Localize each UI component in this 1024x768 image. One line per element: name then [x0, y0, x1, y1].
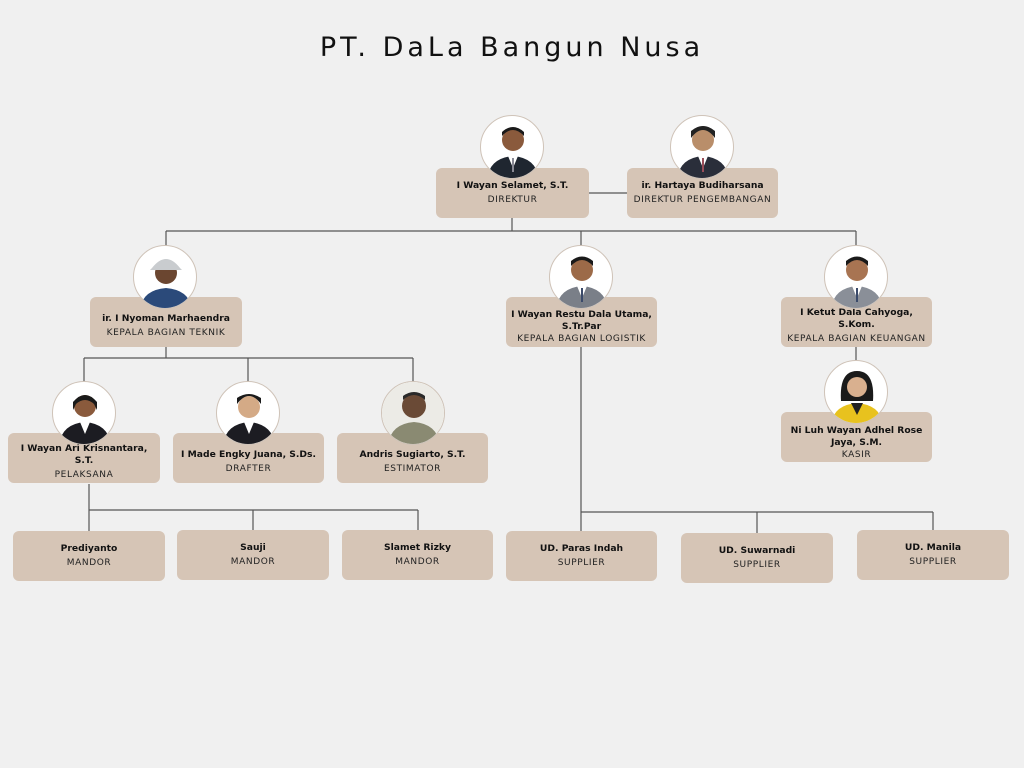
person-photo — [549, 245, 613, 309]
node-name: Andris Sugiarto, S.T. — [359, 449, 466, 460]
node-name: UD. Paras Indah — [539, 543, 624, 554]
node-mandor-sauji: Sauji MANDOR — [177, 530, 329, 580]
node-role: MANDOR — [395, 557, 440, 567]
node-name: I Wayan Restu Dala Utama, S.Tr.Par — [511, 309, 652, 332]
person-photo — [133, 245, 197, 309]
node-name: Slamet Rizky — [383, 542, 452, 553]
node-role: KEPALA BAGIAN KEUANGAN — [787, 334, 926, 344]
node-role: DRAFTER — [225, 464, 272, 474]
node-name: I Wayan Selamet, S.T. — [456, 180, 569, 191]
node-name: Prediyanto — [60, 543, 118, 554]
node-role: SUPPLIER — [733, 560, 781, 570]
node-role: MANDOR — [230, 557, 276, 567]
node-name: Ni Luh Wayan Adhel Rose Jaya, S.M. — [790, 425, 923, 448]
node-name: UD. Suwarnadi — [718, 545, 796, 556]
node-supplier-suwarnadi: UD. Suwarnadi SUPPLIER — [681, 533, 833, 583]
person-photo — [670, 115, 734, 179]
person-photo — [52, 381, 116, 445]
node-role: DIREKTUR PENGEMBANGAN — [633, 195, 772, 205]
node-name: I Made Engky Juana, S.Ds. — [181, 449, 316, 460]
node-name: Sauji — [240, 542, 266, 553]
node-supplier-paras-indah: UD. Paras Indah SUPPLIER — [506, 531, 657, 581]
node-role: KEPALA BAGIAN TEKNIK — [106, 328, 226, 338]
node-role: PELAKSANA — [54, 470, 114, 480]
node-name: ir. Hartaya Budiharsana — [641, 180, 764, 191]
node-mandor-prediyanto: Prediyanto MANDOR — [13, 531, 165, 581]
person-photo — [824, 360, 888, 424]
node-role: SUPPLIER — [909, 557, 957, 567]
page-title: PT. DaLa Bangun Nusa — [319, 32, 705, 63]
node-role: ESTIMATOR — [383, 464, 441, 474]
person-photo — [480, 115, 544, 179]
node-name: UD. Manila — [904, 542, 962, 553]
node-role: KEPALA BAGIAN LOGISTIK — [517, 334, 646, 344]
person-photo — [381, 381, 445, 445]
node-supplier-manila: UD. Manila SUPPLIER — [857, 530, 1009, 580]
node-name: I Wayan Ari Krisnantara, S.T. — [20, 443, 148, 466]
node-role: MANDOR — [66, 558, 112, 568]
node-mandor-slamet-rizky: Slamet Rizky MANDOR — [342, 530, 493, 580]
person-photo — [824, 245, 888, 309]
node-name: ir. I Nyoman Marhaendra — [102, 313, 230, 324]
node-name: I Ketut Dala Cahyoga, S.Kom. — [800, 307, 913, 330]
node-role: DIREKTUR — [487, 195, 538, 205]
node-role: SUPPLIER — [557, 558, 606, 568]
person-photo — [216, 381, 280, 445]
node-role: KASIR — [841, 450, 872, 460]
